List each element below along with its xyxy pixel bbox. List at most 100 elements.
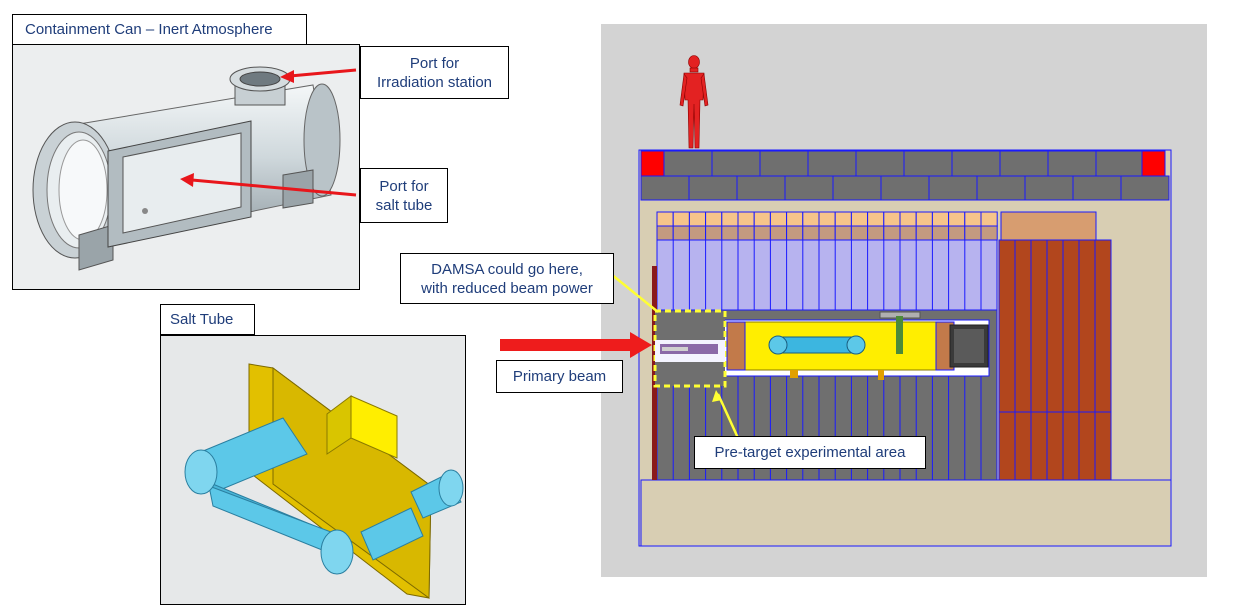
- beam-dump-core: [954, 329, 984, 363]
- top-shield-block: [688, 175, 738, 201]
- top-shield-block: [903, 150, 953, 177]
- top-shield-block: [711, 150, 761, 177]
- module-top-cap: [705, 211, 723, 227]
- salt-tube-panel: [160, 335, 466, 605]
- vessel-foot-right: [878, 370, 884, 380]
- module-top-cap: [769, 211, 788, 227]
- red-arrow-icon: [180, 173, 357, 197]
- human-figure-icon: [679, 55, 709, 149]
- module-top-cap: [834, 211, 852, 227]
- module-top-socket: [786, 225, 804, 241]
- vessel-foot-left: [790, 370, 798, 378]
- module-top-socket: [737, 225, 755, 241]
- salt-tube-end-right: [846, 335, 866, 355]
- module-top-socket: [688, 225, 707, 241]
- corner-block-right: [1141, 150, 1166, 177]
- floor-slab: [640, 479, 1172, 547]
- top-shield-row-2: [640, 175, 1170, 201]
- top-shield-block: [759, 150, 809, 177]
- top-shield-block: [1095, 150, 1145, 177]
- module-top-cap: [721, 211, 739, 227]
- module-top-socket: [705, 225, 723, 241]
- module-top-cap: [850, 211, 869, 227]
- module-top-cap: [915, 211, 933, 227]
- module-top-socket: [802, 225, 820, 241]
- pre-target-callout-line: [716, 393, 740, 439]
- top-shield-block: [784, 175, 834, 201]
- module-top-cap: [883, 211, 901, 227]
- module-top-cap: [867, 211, 885, 227]
- primary-beam-label: Primary beam: [496, 360, 623, 393]
- module-top-socket: [850, 225, 869, 241]
- top-shield-block: [807, 150, 857, 177]
- module-top-socket: [818, 225, 836, 241]
- salt-tube-end-left: [768, 335, 788, 355]
- module-top-socket: [931, 225, 950, 241]
- module-top-socket: [656, 225, 674, 241]
- upper-shield-dividers: [672, 240, 982, 310]
- module-top-socket: [867, 225, 885, 241]
- module-top-cap: [964, 211, 982, 227]
- top-shield-block: [832, 175, 882, 201]
- module-top-socket: [721, 225, 739, 241]
- port-irradiation-label: Port for Irradiation station: [360, 46, 509, 99]
- top-shield-row-1: [663, 150, 1145, 177]
- top-shield-block: [976, 175, 1026, 201]
- top-shield-block: [663, 150, 713, 177]
- module-top-socket: [899, 225, 917, 241]
- module-top-socket: [834, 225, 852, 241]
- module-top-cap: [818, 211, 836, 227]
- module-top-socket: [769, 225, 788, 241]
- pre-target-label: Pre-target experimental area: [694, 436, 926, 469]
- module-top-cap: [672, 211, 690, 227]
- module-top-row: [656, 211, 998, 241]
- port-salt-tube-label: Port for salt tube: [360, 168, 448, 223]
- containment-can-panel: [12, 44, 360, 290]
- module-top-cap: [802, 211, 820, 227]
- module-top-socket: [948, 225, 966, 241]
- damsa-label: DAMSA could go here, with reduced beam p…: [400, 253, 614, 304]
- module-top-socket: [915, 225, 933, 241]
- top-shield-block: [928, 175, 978, 201]
- top-shield-block: [640, 175, 690, 201]
- module-top-socket: [753, 225, 771, 241]
- module-top-cap: [688, 211, 707, 227]
- module-top-socket: [672, 225, 690, 241]
- copper-dividers: [999, 240, 1111, 480]
- module-top-cap: [753, 211, 771, 227]
- damsa-detector: [660, 344, 718, 354]
- top-shield-block: [1120, 175, 1170, 201]
- salt-tube-title: Salt Tube: [160, 304, 255, 335]
- containment-can-title: Containment Can – Inert Atmosphere: [12, 14, 307, 45]
- salt-tube-render: [184, 363, 464, 599]
- module-top-cap: [899, 211, 917, 227]
- copper-shield-blocks: [998, 239, 1112, 481]
- vessel-flange-left: [726, 321, 746, 371]
- top-shield-block: [1072, 175, 1122, 201]
- left-wall-liner: [652, 266, 657, 480]
- module-top-socket: [964, 225, 982, 241]
- module-top-cap: [948, 211, 966, 227]
- primary-beam-arrow: [500, 332, 652, 358]
- module-top-socket: [883, 225, 901, 241]
- top-shield-block: [1047, 150, 1097, 177]
- module-top-cap: [931, 211, 950, 227]
- module-top-cap: [737, 211, 755, 227]
- irradiation-rod: [896, 316, 903, 354]
- damsa-callout-line: [605, 269, 659, 313]
- copper-top-cap: [1000, 211, 1097, 241]
- module-top-socket: [980, 225, 998, 241]
- top-shield-block: [1024, 175, 1074, 201]
- top-shield-block: [736, 175, 786, 201]
- top-shield-block: [951, 150, 1001, 177]
- upper-shield-modules: [656, 239, 998, 311]
- top-shield-block: [855, 150, 905, 177]
- corner-block-left: [640, 150, 665, 177]
- containment-can-render: [32, 66, 341, 271]
- module-top-cap: [786, 211, 804, 227]
- module-top-cap: [980, 211, 998, 227]
- damsa-detector-segment: [662, 347, 688, 351]
- top-shield-block: [880, 175, 930, 201]
- top-shield-block: [999, 150, 1049, 177]
